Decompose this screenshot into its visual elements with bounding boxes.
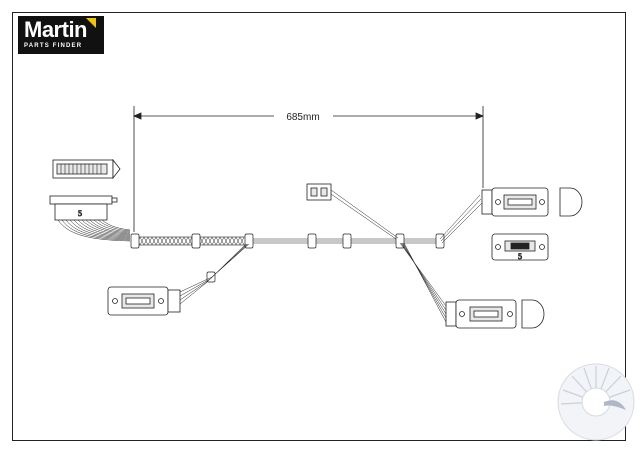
- ribbon-connector-key: [112, 158, 121, 180]
- ribbon-connector-housing: [54, 203, 108, 221]
- connector-cap: [559, 187, 583, 217]
- connector-screw: [459, 311, 465, 317]
- connector-strain-relief: [481, 189, 493, 215]
- upper-right-connector: [481, 187, 583, 217]
- upper-right-branch-wires: [439, 194, 483, 244]
- logo-flag-icon: [86, 18, 96, 28]
- lower-right-branch-wires: [399, 242, 447, 323]
- cable-ties: [130, 233, 445, 283]
- connector-screw: [495, 244, 501, 250]
- cable-tie: [191, 233, 201, 249]
- connector-screw: [495, 199, 501, 205]
- cable-tie: [130, 233, 140, 249]
- ribbon-connector-side-view: 5: [49, 195, 118, 221]
- cable-tie: [244, 233, 254, 249]
- ribbon-connector-pins: [56, 163, 108, 175]
- dimension-arrow-left: [132, 112, 142, 120]
- ribbon-connector-top-view: [52, 158, 121, 180]
- lower-left-branch-wires: [179, 243, 250, 305]
- dimension-label: 685mm: [286, 112, 319, 123]
- connector-screw: [112, 298, 118, 304]
- connector-screw: [539, 244, 545, 250]
- lower-right-connector: [445, 299, 545, 329]
- small-plug-connector: [306, 183, 332, 201]
- watermark-emblem: [557, 363, 635, 441]
- connector-screw: [539, 199, 545, 205]
- dimension-arrow-right: [475, 112, 485, 120]
- pin-one-marker: 5: [518, 252, 522, 261]
- martin-logo: Martin PARTS FINDER: [18, 16, 104, 54]
- connector-strain-relief: [167, 289, 181, 313]
- connector-cap: [521, 299, 545, 329]
- dimension-line: [132, 106, 485, 232]
- logo-tagline: PARTS FINDER: [24, 43, 83, 49]
- ribbon-connector-latch: [111, 197, 118, 203]
- logo-wordmark: Martin: [24, 17, 88, 42]
- drawing-frame: [12, 12, 626, 441]
- braided-sleeve: [133, 236, 247, 246]
- ribbon-cable-fan: [57, 219, 131, 242]
- connector-screw: [158, 298, 164, 304]
- connector-end-view: 5: [491, 233, 549, 261]
- lower-left-connector: [107, 286, 181, 316]
- cable-tie: [342, 233, 352, 249]
- small-plug-wires: [330, 189, 399, 240]
- pin-one-marker: 5: [78, 209, 82, 218]
- connector-strain-relief: [445, 301, 457, 327]
- cable-tie: [307, 233, 317, 249]
- connector-screw: [507, 311, 513, 317]
- ribbon-connector-flange: [49, 195, 113, 205]
